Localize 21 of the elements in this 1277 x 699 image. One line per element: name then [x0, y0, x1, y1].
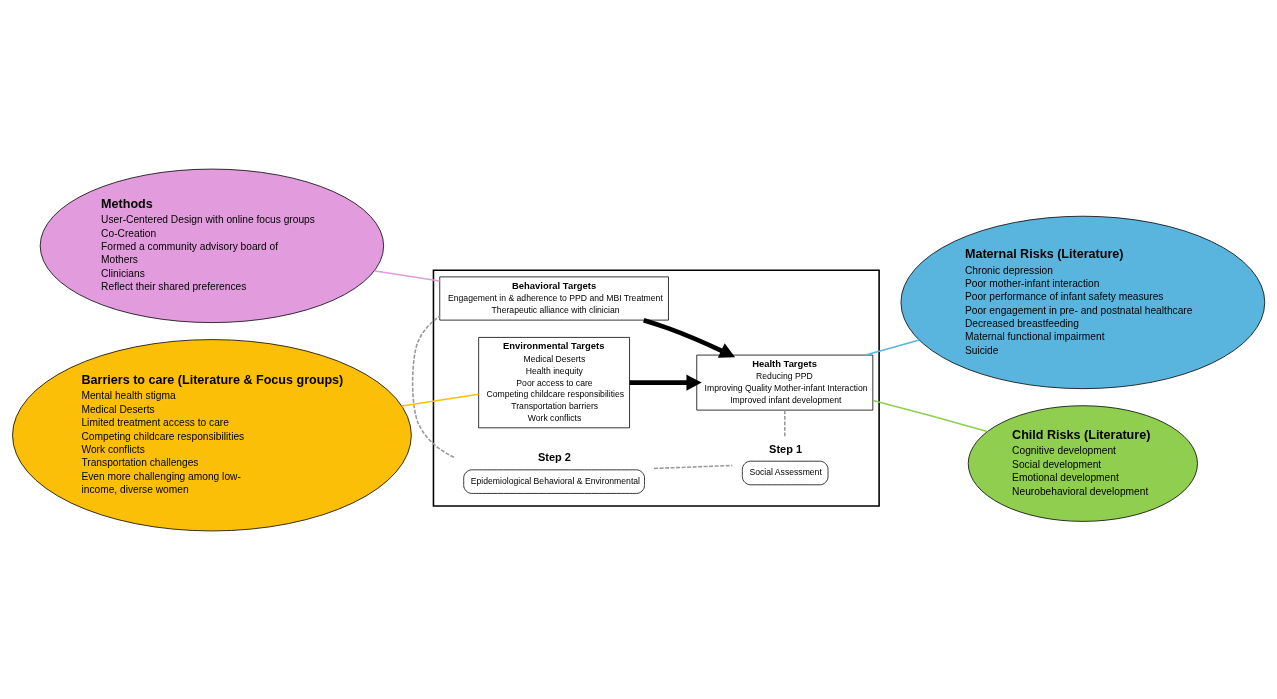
node-box: Epidemiological Behavioral & Environmental: [463, 468, 645, 494]
node-ellipse: Methods User-Centered Design with online focus groups Co-Creation Formed a community advisory board of Mothers Clinicians Reflect their shared preferences: [39, 168, 385, 323]
node-box: Behavioral Targets Engagement in & adherence to PPD and MBI Treatment Therapeutic alliance with clinician: [439, 276, 669, 320]
node-label: Step 1: [769, 442, 803, 455]
node-box: Environmental Targets Medical Deserts Health inequity Poor access to care Competing childcare responsibilities Transportation barriers Work conflicts: [478, 336, 630, 428]
arrow: [643, 317, 736, 358]
node-label: Step 2: [537, 450, 572, 463]
node-box: Health Targets Reducing PPD Improving Quality Mother-infant Interaction Improved infant development: [696, 354, 874, 410]
node-box: Social Assessment: [741, 460, 829, 485]
connector: [373, 269, 441, 282]
connector: [865, 338, 921, 356]
connector: [872, 399, 989, 432]
connector: [653, 464, 734, 469]
connector: [411, 314, 455, 458]
connector: [401, 392, 480, 407]
arrow: [629, 374, 702, 391]
node-ellipse: Barriers to care (Literature & Focus groups) Mental health stigma Medical Deserts Limited treatment access to care Competing childcare responsibilities Work conflicts Transportation challenges Even more challenging among low- income, diverse women: [12, 338, 412, 531]
cluster: [432, 268, 880, 507]
node-ellipse: Maternal Risks (Literature) Chronic depression Poor mother-infant interaction Poor performance of infant safety measures Poor engagement in pre- and postnatal healthcare Decreased breastfeeding Maternal functional impairment Suicide: [900, 215, 1266, 389]
node-ellipse: Child Risks (Literature) Cognitive development Social development Emotional development Neurobehavioral development: [967, 404, 1198, 522]
connector: [784, 408, 786, 437]
